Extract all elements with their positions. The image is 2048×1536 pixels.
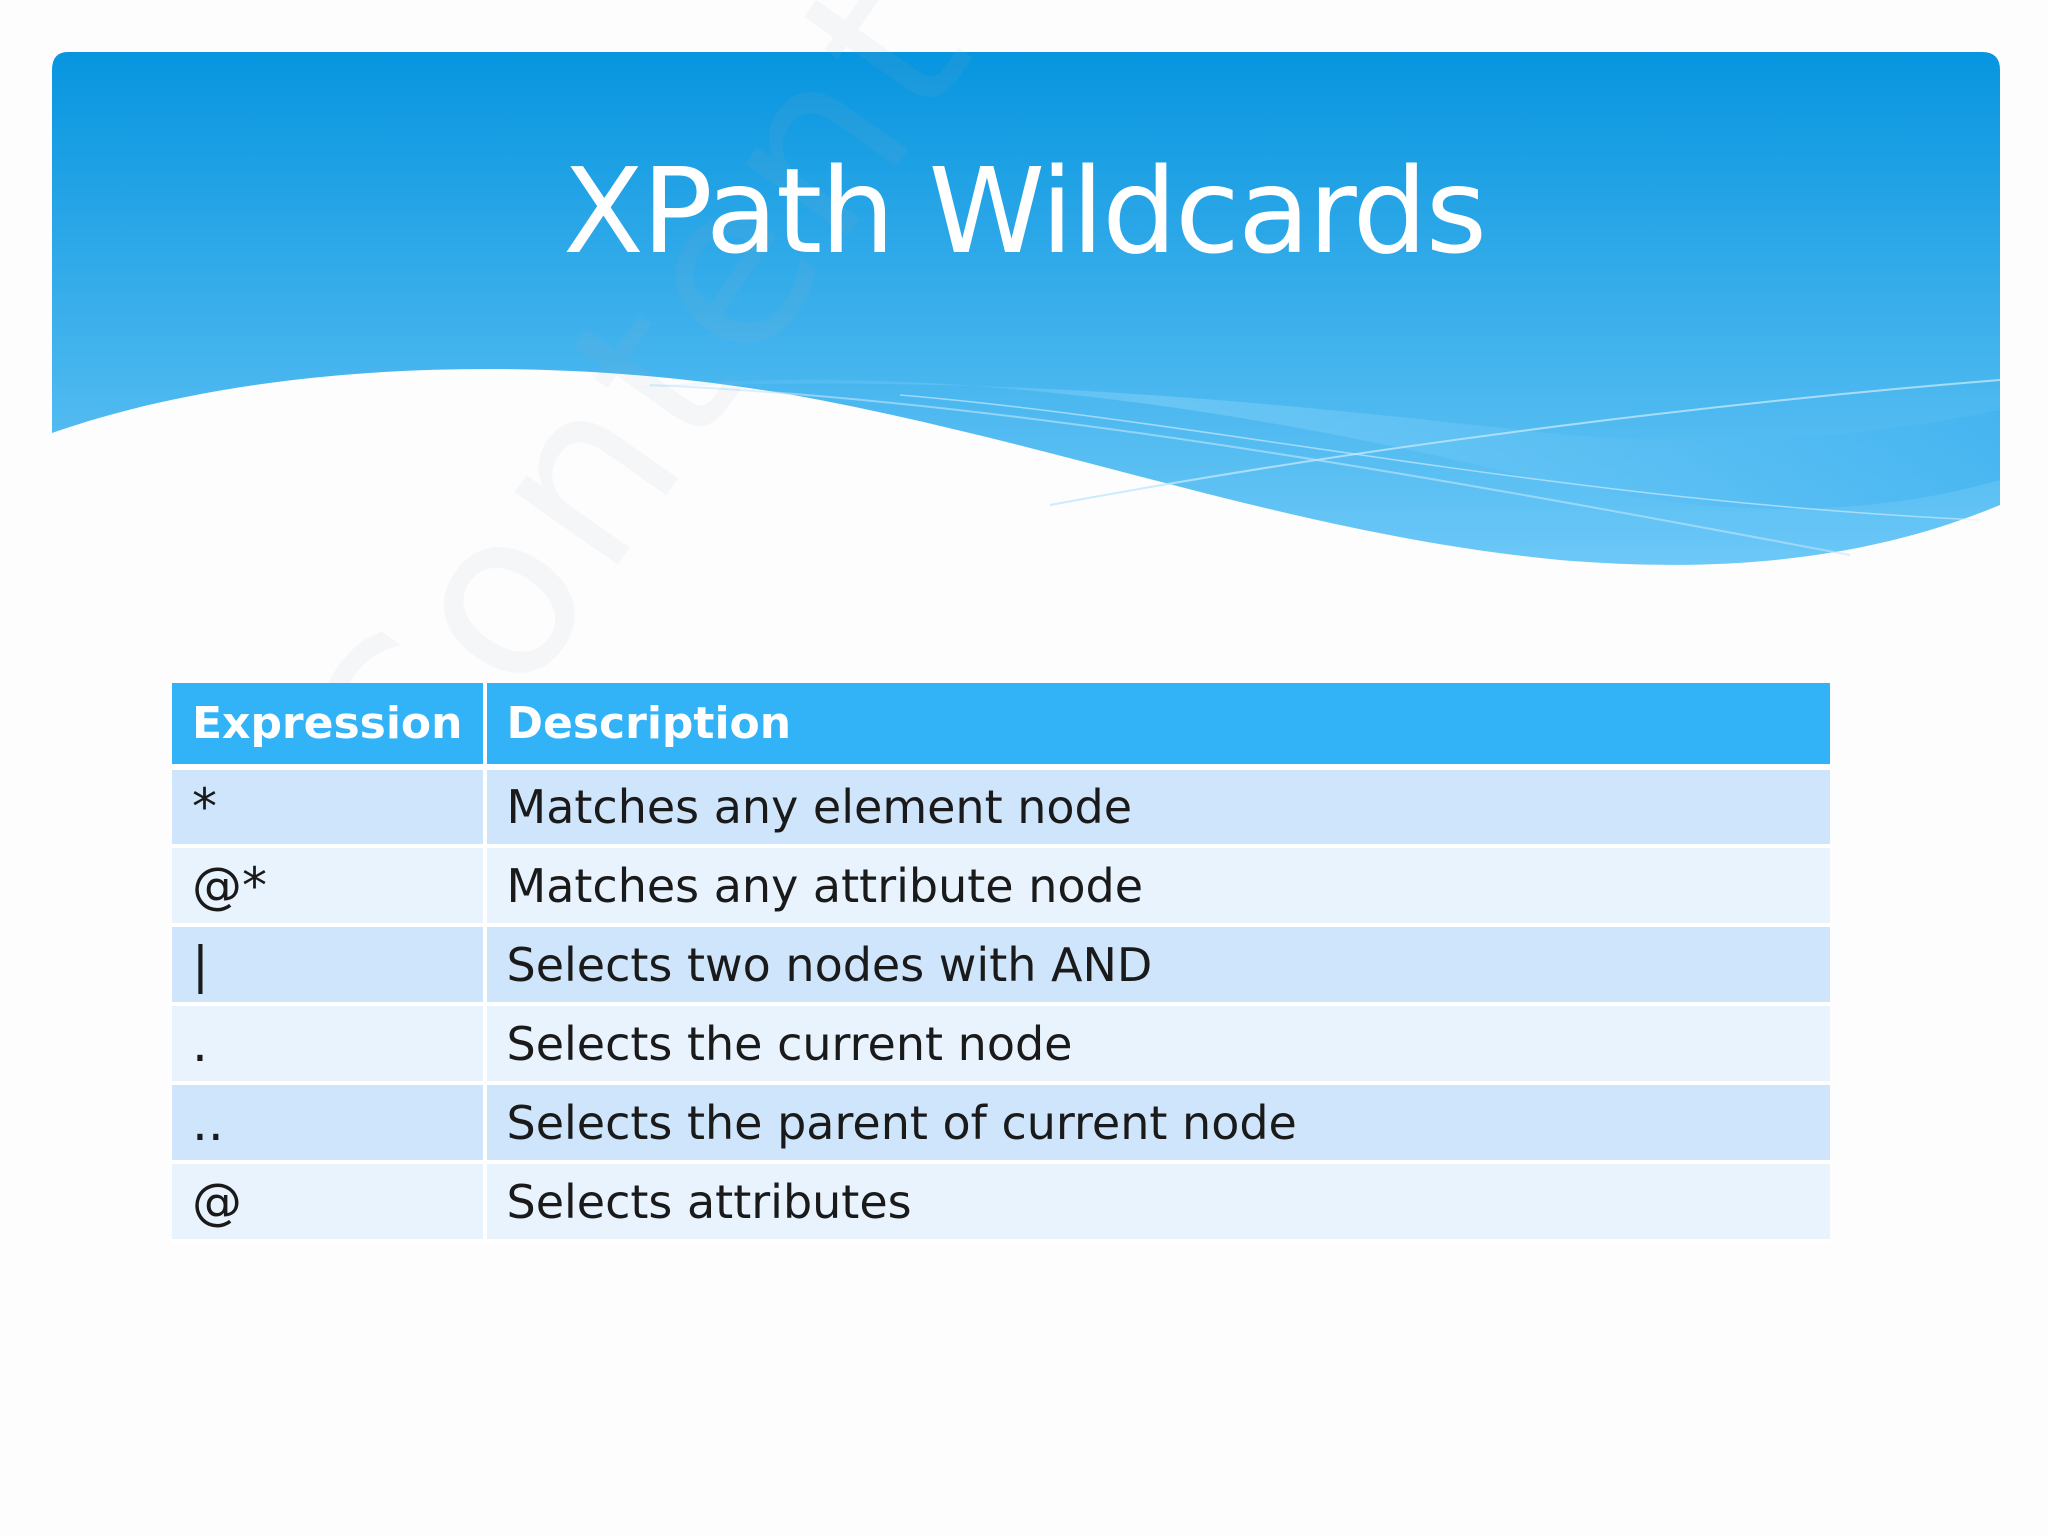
table-row: .. Selects the parent of current node: [172, 1083, 1830, 1164]
cell-expression: .: [172, 1004, 487, 1085]
header-wave-banner: [52, 52, 2001, 565]
table-row: @* Matches any attribute node: [172, 846, 1830, 927]
slide-title: XPath Wildcards: [562, 142, 1487, 280]
table-row: . Selects the current node: [172, 1004, 1830, 1085]
cell-description: Selects the parent of current node: [484, 1083, 1830, 1164]
cell-description: Selects two nodes with AND: [484, 925, 1830, 1006]
table-row: * Matches any element node: [172, 767, 1830, 848]
cell-expression: |: [172, 925, 487, 1006]
cell-description: Matches any attribute node: [484, 846, 1830, 927]
cell-expression: *: [172, 767, 487, 848]
cell-description: Matches any element node: [484, 767, 1830, 848]
table-header-row: Expression Description: [172, 683, 1830, 770]
cell-expression: @*: [172, 846, 487, 927]
cell-description: Selects the current node: [484, 1004, 1830, 1085]
table-row: | Selects two nodes with AND: [172, 925, 1830, 1006]
cell-description: Selects attributes: [484, 1162, 1830, 1243]
cell-expression: @: [172, 1162, 487, 1243]
header-expression: Expression: [172, 683, 487, 770]
wildcards-table: Expression Description * Matches any ele…: [172, 683, 1830, 1243]
header-description: Description: [484, 683, 1830, 770]
table-row: @ Selects attributes: [172, 1162, 1830, 1243]
cell-expression: ..: [172, 1083, 487, 1164]
